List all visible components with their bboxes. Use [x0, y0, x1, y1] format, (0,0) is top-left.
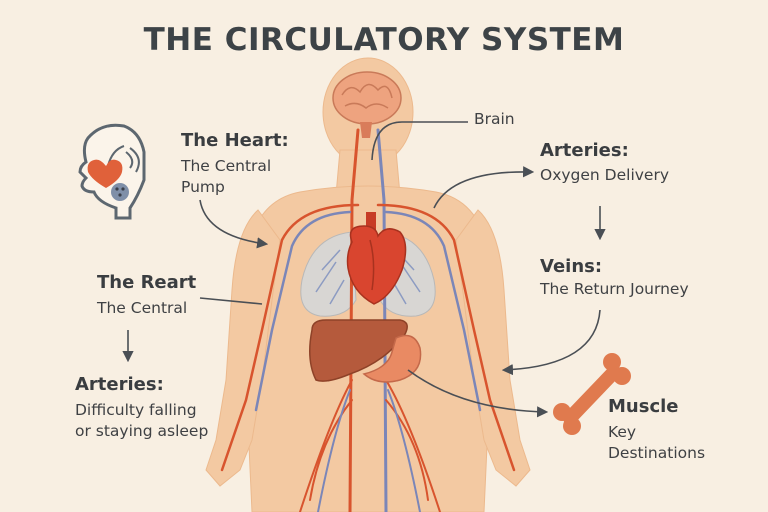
muscle-subtitle-line-2: Destinations [608, 444, 706, 462]
arteries-left-title: Arteries: [75, 374, 164, 395]
veins-connector [501, 309, 601, 376]
blood-vessels [220, 128, 516, 512]
arteries-right-title: Arteries: [540, 140, 629, 161]
liver-organ [309, 319, 408, 382]
heart-subtitle-line-2: Pump [181, 178, 225, 196]
brain-label: Brain [474, 110, 515, 128]
lungs [300, 231, 436, 317]
heart-icon [87, 159, 123, 188]
arteries-left-subtitle-line-2: or staying asleep [75, 422, 209, 440]
pill-icon [111, 183, 129, 201]
connectors [122, 121, 606, 418]
arteries-connector [433, 166, 535, 209]
heart-title: The Heart: [181, 130, 289, 151]
arteries-left-subtitle-line-1: Difficulty falling [75, 401, 197, 419]
reart-subtitle: The Central [97, 299, 188, 317]
arteries-right-subtitle: Oxygen Delivery [540, 166, 670, 184]
veins-subtitle: The Return Journey [540, 280, 689, 298]
muscle-connector [407, 369, 549, 418]
brain-connector [371, 121, 468, 161]
veins-title: Veins: [540, 256, 603, 277]
heart-subtitle-line-1: The Central [181, 157, 272, 175]
page-title: THE CIRCULATORY SYSTEM [143, 22, 625, 58]
heart-organ [346, 212, 407, 305]
bone-icon [553, 353, 631, 435]
stomach-organ [362, 334, 422, 383]
reart-title: The Reart [97, 272, 197, 293]
heart-connector [199, 199, 269, 249]
brain-organ [332, 71, 402, 138]
muscle-subtitle-line-1: Key [608, 423, 637, 441]
reart-connector [199, 297, 263, 305]
muscle-title: Muscle [608, 396, 679, 417]
